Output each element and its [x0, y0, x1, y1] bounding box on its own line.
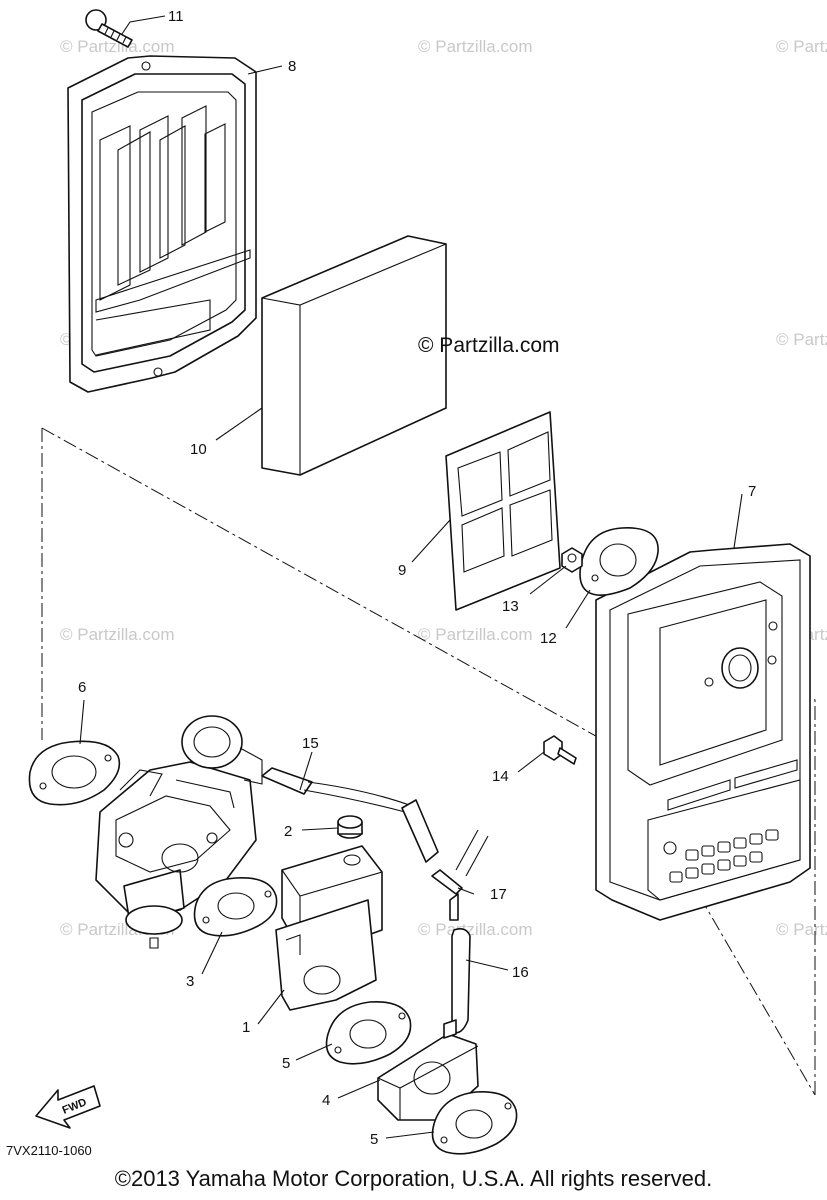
grommet-part-2[interactable] [337, 815, 363, 839]
bolt-part-14[interactable] [543, 735, 577, 765]
watermark: © Partzilla.com [418, 920, 533, 939]
callout-6: 6 [78, 679, 86, 696]
watermark: © Partzilla.com [60, 625, 175, 644]
watermark: © Partzilla.com [418, 37, 533, 56]
nut-part-13[interactable] [561, 547, 583, 573]
watermark: © Partzilla.com [776, 330, 827, 349]
gasket-part-9[interactable] [445, 411, 561, 611]
callout-15: 15 [302, 735, 319, 752]
callout-3: 3 [186, 973, 194, 990]
callout-5-lower: 5 [370, 1131, 378, 1148]
filter-case-part-8[interactable] [67, 55, 257, 393]
center-watermark: © Partzilla.com [418, 334, 560, 357]
screw-part-11[interactable] [85, 9, 133, 48]
fwd-arrow-icon: FWD [35, 1085, 101, 1129]
callout-5-upper: 5 [282, 1055, 290, 1072]
callout-17: 17 [490, 886, 507, 903]
callout-4: 4 [322, 1092, 330, 1109]
watermark: © Partzilla.com [776, 920, 827, 939]
bracket-part-1[interactable] [275, 845, 383, 1011]
watermark: © Partzilla.com [776, 37, 827, 56]
callout-8: 8 [288, 58, 296, 75]
copyright-notice: ©2013 Yamaha Motor Corporation, U.S.A. A… [114, 1166, 713, 1191]
callout-11: 11 [168, 8, 184, 25]
callout-numbers: 11 8 10 9 7 13 12 6 15 14 2 17 3 16 1 5 … [78, 8, 756, 1148]
hose-part-15[interactable] [261, 767, 439, 863]
gasket-part-3[interactable] [193, 877, 278, 937]
hose-part-16[interactable] [443, 928, 471, 1039]
silencer-housing-part-7[interactable] [595, 543, 811, 921]
filter-element-part-10[interactable] [261, 235, 447, 476]
leader-lines [79, 15, 743, 1139]
gasket-part-5-lower[interactable] [431, 1091, 518, 1155]
callout-10: 10 [190, 441, 207, 458]
callout-9: 9 [398, 562, 406, 579]
callout-16: 16 [512, 964, 529, 981]
carburetor [95, 715, 263, 949]
callout-13: 13 [502, 598, 519, 615]
callout-7: 7 [748, 483, 756, 500]
gasket-part-5-upper[interactable] [325, 1001, 412, 1065]
callout-1: 1 [242, 1019, 250, 1036]
callout-12: 12 [540, 630, 557, 647]
watermark: © Partzilla.com [60, 37, 175, 56]
gasket-part-6[interactable] [28, 740, 121, 806]
callout-2: 2 [284, 823, 292, 840]
callout-14: 14 [492, 768, 509, 785]
watermark: © Partzilla.com [418, 625, 533, 644]
diagram-code: 7VX2110-1060 [6, 1143, 92, 1158]
joint-part-17[interactable] [431, 829, 489, 921]
gasket-part-12[interactable] [579, 527, 659, 596]
